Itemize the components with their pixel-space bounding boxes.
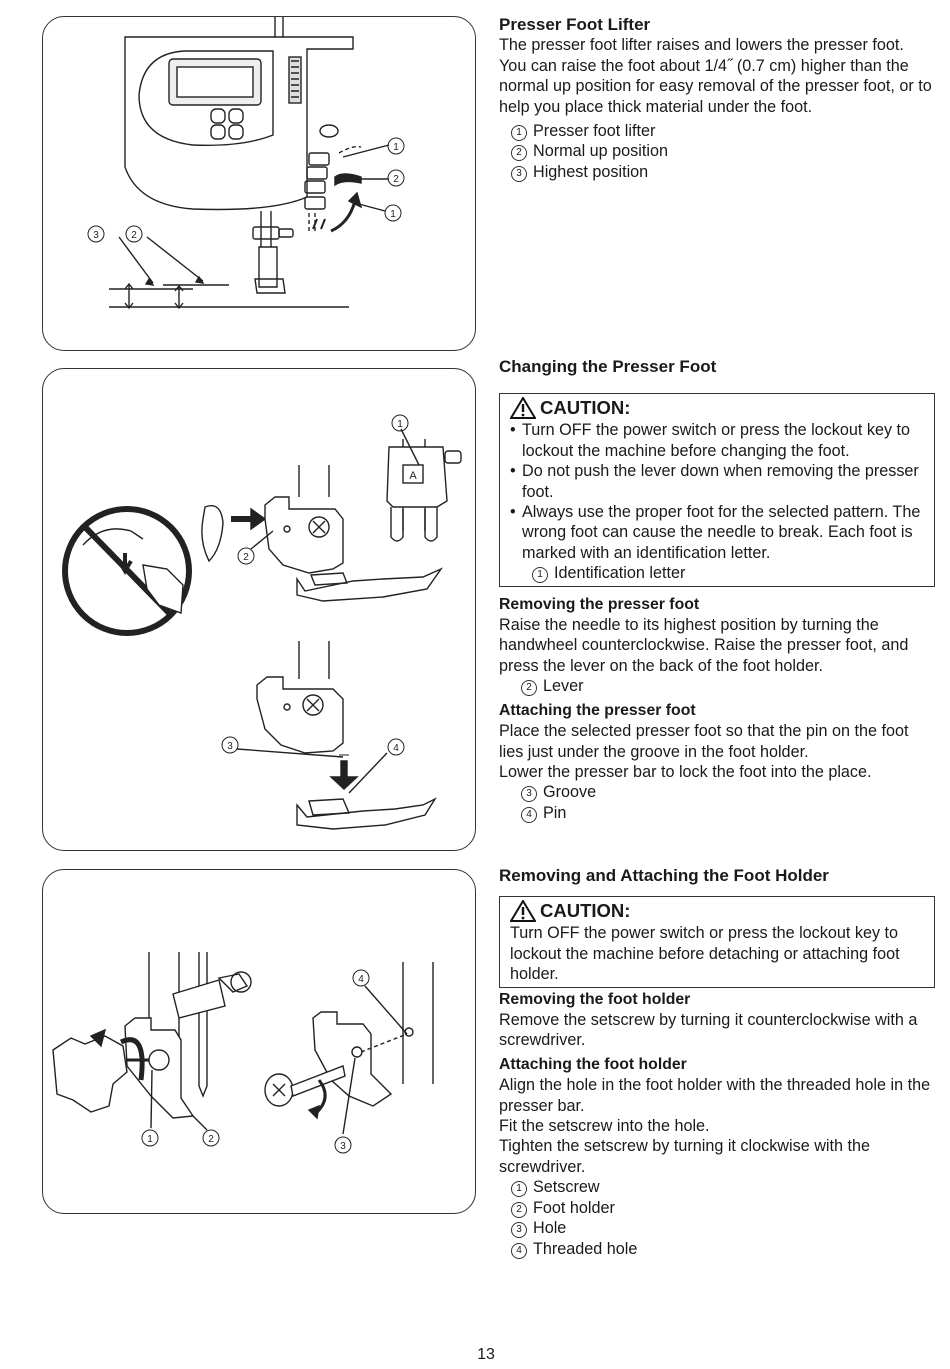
subsection-body: Remove the setscrew by turning it counte… — [499, 1011, 918, 1050]
fig1-callout-3: 1 — [393, 142, 399, 153]
section-title: Changing the Presser Foot — [499, 357, 717, 376]
subsection-body: Raise the needle to its highest position… — [499, 616, 909, 675]
subsection-body: Tighten the setscrew by turning it clock… — [499, 1137, 870, 1176]
caution-box: CAUTION: Turn OFF the power switch or pr… — [499, 896, 935, 988]
fig3-callout-4: 4 — [358, 974, 364, 985]
setscrew-icon — [148, 1049, 170, 1071]
caution-title: CAUTION: — [510, 396, 924, 420]
section-title: Presser Foot Lifter — [499, 15, 651, 34]
caution-title: CAUTION: — [510, 899, 924, 923]
subsection-body: Fit the setscrew into the hole. — [499, 1117, 710, 1136]
caution-body: Turn OFF the power switch or press the l… — [510, 924, 900, 984]
caution-bullet: Do not push the lever down when removing… — [510, 461, 924, 502]
subsection-title: Removing the presser foot — [499, 595, 700, 613]
prohibited-icon — [62, 506, 192, 636]
page-number: 13 — [477, 1346, 495, 1363]
subsection-title: Removing the foot holder — [499, 990, 691, 1008]
figure-presser-foot-lifter: 1 2 1 3 2 — [42, 16, 476, 351]
fig1-callout-1: 1 — [390, 209, 396, 220]
fig1-callout-2-left: 2 — [131, 230, 137, 241]
screwdriver-handle-icon — [52, 1035, 128, 1113]
fig2-callout-2: 2 — [243, 552, 249, 563]
warning-icon — [510, 397, 536, 420]
fig2-callout-1: 1 — [397, 419, 403, 430]
fig3-callout-3: 3 — [340, 1141, 346, 1152]
changing-presser-foot-illustration: A 1 2 3 4 — [62, 414, 462, 830]
presser-foot-lifter-illustration: 1 2 1 3 2 — [87, 17, 405, 310]
foot-identification-letter: A — [409, 470, 417, 482]
fig2-callout-4: 4 — [393, 743, 399, 754]
section-body: The presser foot lifter raises and lower… — [499, 36, 932, 116]
section-presser-foot-lifter: Presser Foot Lifter The presser foot lif… — [499, 15, 935, 182]
subsection-body: Lower the presser bar to lock the foot i… — [499, 762, 872, 781]
fig2-callout-3: 3 — [227, 741, 233, 752]
caution-bullet: Always use the proper foot for the selec… — [510, 502, 924, 563]
fig1-callout-3-left: 3 — [93, 230, 99, 241]
screw-icon — [308, 516, 330, 538]
warning-icon — [510, 900, 536, 923]
caution-box: CAUTION: Turn OFF the power switch or pr… — [499, 393, 935, 587]
subsection-body: Align the hole in the foot holder with t… — [499, 1076, 931, 1115]
foot-holder-illustration: 1 2 3 4 — [52, 952, 434, 1154]
fig3-callout-1: 1 — [147, 1134, 153, 1145]
section-title: Removing and Attaching the Foot Holder — [499, 866, 829, 885]
caution-bullet: Turn OFF the power switch or press the l… — [510, 420, 924, 461]
subsection-title: Attaching the presser foot — [499, 701, 696, 719]
subsection-title: Attaching the foot holder — [499, 1055, 687, 1073]
fig1-callout-2: 2 — [393, 174, 399, 185]
section-foot-holder: Removing and Attaching the Foot Holder C… — [499, 866, 935, 1259]
subsection-body: Place the selected presser foot so that … — [499, 722, 909, 761]
fig3-callout-2: 2 — [208, 1134, 214, 1145]
figure-foot-holder: 1 2 3 4 — [42, 869, 476, 1214]
section-changing-presser-foot: Changing the Presser Foot CAUTION: Turn … — [499, 357, 935, 823]
figure-changing-presser-foot: A 1 2 3 4 — [42, 368, 476, 851]
